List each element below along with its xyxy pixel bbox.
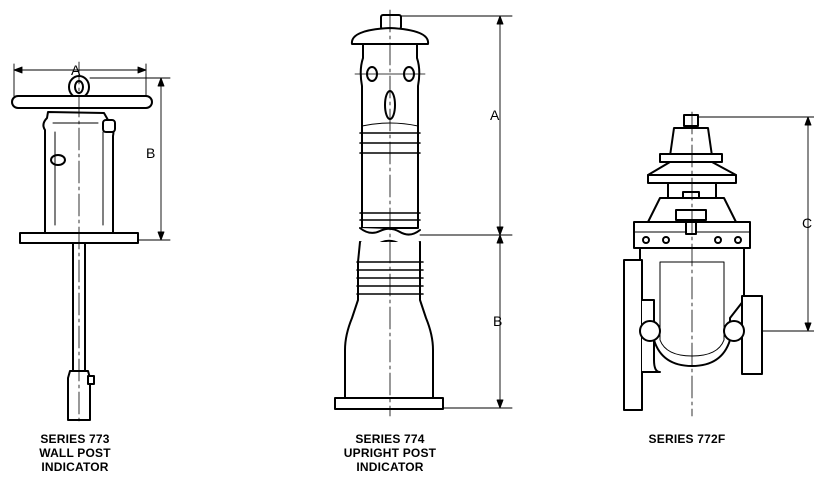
dim-label-b-773: B xyxy=(146,145,155,161)
dim-label-b-774: B xyxy=(493,313,502,329)
series-772f-drawing: C xyxy=(623,111,814,417)
dimension-c xyxy=(689,116,814,332)
caption-line: SERIES 773 xyxy=(40,432,110,446)
dim-label-a-773: A xyxy=(71,62,81,78)
upright-post-indicator-drawing: A B xyxy=(334,9,513,417)
dim-label-c: C xyxy=(802,215,812,231)
wall-post-indicator-drawing: A B xyxy=(11,61,171,425)
caption-series-773: SERIES 773 WALL POST INDICATOR xyxy=(5,432,145,474)
dimension-a-773 xyxy=(13,63,147,97)
caption-line: WALL POST xyxy=(39,446,111,460)
dimension-b-773 xyxy=(89,77,171,241)
dimension-a-774 xyxy=(399,15,513,236)
caption-line: INDICATOR xyxy=(356,460,424,474)
caption-series-772f: SERIES 772F xyxy=(622,432,752,446)
caption-series-774: SERIES 774 UPRIGHT POST INDICATOR xyxy=(325,432,455,474)
caption-line: UPRIGHT POST xyxy=(343,446,437,460)
caption-line: SERIES 772F xyxy=(648,432,726,446)
caption-line: INDICATOR xyxy=(41,460,109,474)
caption-line: SERIES 774 xyxy=(355,432,425,446)
dimension-b-774 xyxy=(439,234,513,409)
dim-label-a-774: A xyxy=(490,107,500,123)
